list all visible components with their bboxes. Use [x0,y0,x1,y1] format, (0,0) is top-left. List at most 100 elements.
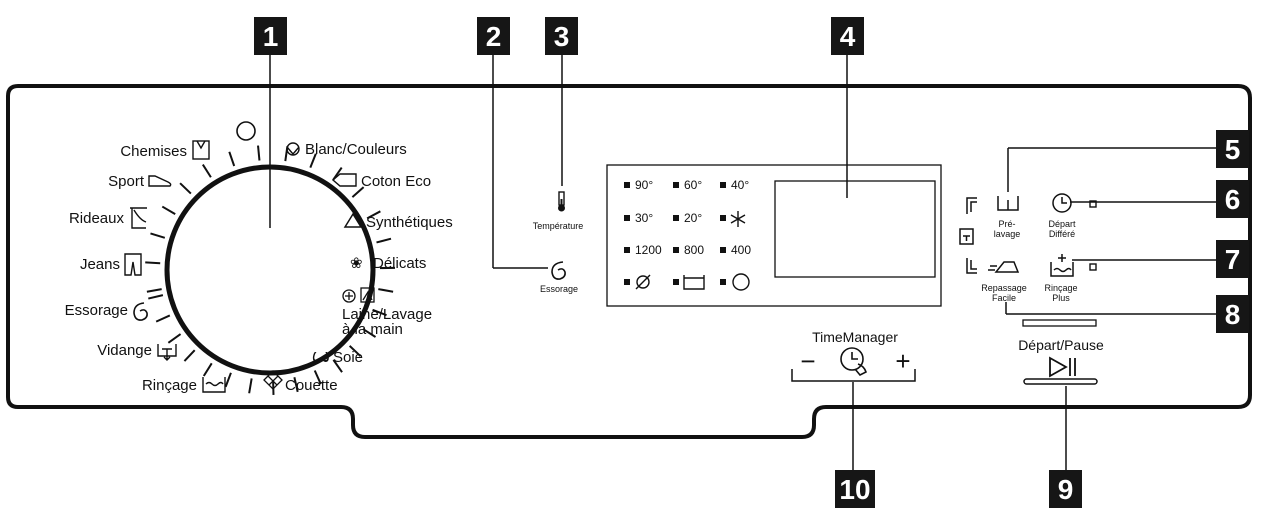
indicator-dot [624,215,630,221]
program-sport-label: Sport [108,173,145,190]
dial-tick [150,232,166,239]
indicator-dot [720,279,726,285]
dial-tick [248,378,253,394]
callout-8: 8 [1216,295,1249,333]
dial-off-indicator [236,121,256,141]
start-pause-label: Départ/Pause [1018,337,1104,353]
easy-iron-label-2: Facile [992,293,1016,303]
prewash-label-1: Pré- [998,219,1015,229]
program-rideaux-label: Rideaux [69,210,125,227]
program-chemises-label: Chemises [120,143,187,160]
wool-hand-icon [342,287,375,303]
program-rincage-label: Rinçage [142,377,197,394]
callout-1: 1 [254,17,287,55]
dial-tick [179,182,192,195]
dial-tick [362,328,377,338]
program-couette-label: Couette [285,377,338,394]
dial-tick [376,237,392,244]
rinse-hold-icon [683,275,705,290]
prewash-icon[interactable] [997,196,1019,211]
dial-tick [293,377,299,393]
dial-tick [313,370,322,385]
dial-tick [351,186,365,198]
svg-text:7: 7 [1225,244,1241,275]
program-coton-eco-label: Coton Eco [361,173,431,190]
dial-tick [309,153,317,169]
svg-text:4: 4 [840,21,856,52]
spin-icon [133,302,148,321]
indicator-dot [673,279,679,285]
extra-rinse-label-2: Plus [1052,293,1070,303]
thermometer-icon [558,191,565,212]
indicator-dot [673,247,679,253]
temp-30-label: 30° [635,211,653,225]
delay-start-icon[interactable] [1052,193,1072,213]
dial-tick [148,294,164,300]
dial-tick [348,345,362,357]
play-pause-icon[interactable] [1049,356,1076,378]
callout-6: 6 [1216,180,1249,218]
indicator-dot [624,279,630,285]
indicator-dot [673,215,679,221]
dial-tick [183,349,196,362]
easy-iron-icon[interactable] [988,261,1020,273]
temp-60-label: 60° [684,178,702,192]
curtain-icon [130,207,147,229]
dial-tick [332,359,343,373]
indicator-dot [720,247,726,253]
butterfly-icon: Ꙍ [312,349,330,366]
duvet-icon [263,370,283,390]
extra-rinse-label-1: Rinçage [1044,283,1077,293]
no-spin-icon [635,274,651,290]
eco-tag-icon [331,173,357,187]
spin-1200-label: 1200 [635,243,662,257]
indicator-dot [720,215,726,221]
callout-2: 2 [477,17,510,55]
dial-tick [155,314,171,323]
clock-hand-icon [840,347,867,376]
callout-9: 9 [1049,470,1082,508]
temp-20-label: 20° [684,211,702,225]
program-jeans-label: Jeans [80,256,120,273]
dial-tick [202,362,213,377]
drain-icon [157,344,177,361]
dial-tick [167,333,182,344]
program-synthetiques-label: Synthétiques [366,214,453,231]
indicator-dot [624,247,630,253]
jeans-icon [124,253,142,276]
svg-text:10: 10 [839,474,870,505]
time-manager-minus-button[interactable]: − [800,346,815,376]
svg-text:2: 2 [486,21,502,52]
cold-wash-icon [730,211,746,227]
shirt-icon [192,140,210,160]
indicator-dot [673,182,679,188]
time-manager-plus-button[interactable]: + [895,346,910,376]
program-essorage-label: Essorage [65,302,128,319]
program-soie-label: Soie [333,349,363,366]
svg-text:5: 5 [1225,134,1241,165]
temp-90-label: 90° [635,178,653,192]
triangle-icon [343,212,363,228]
indicator-dot [624,182,630,188]
spin-400-label: 400 [731,243,751,257]
program-blanc-label: Blanc/Couleurs [305,141,407,158]
spin-speed-button-label: Essorage [540,284,578,294]
extra-rinse-icon[interactable] [1050,254,1074,277]
dial-tick [228,151,236,167]
spin-speed-icon[interactable] [551,261,566,280]
display-screen [774,180,936,278]
start-pause-led-bar [1022,319,1097,327]
easy-iron-label-1: Repassage [981,283,1027,293]
flower-icon: ❀ [350,255,363,272]
spin-800-label: 800 [684,243,704,257]
sport-shoe-icon [148,175,172,187]
start-pause-button[interactable] [1023,378,1098,385]
panel-outline [6,84,1252,439]
callout-4: 4 [831,17,864,55]
svg-text:8: 8 [1225,299,1241,330]
time-manager-label: TimeManager [812,329,898,345]
rinse-icon [202,377,226,393]
dial-tick [146,288,162,293]
cotton-flower-icon [286,142,300,156]
